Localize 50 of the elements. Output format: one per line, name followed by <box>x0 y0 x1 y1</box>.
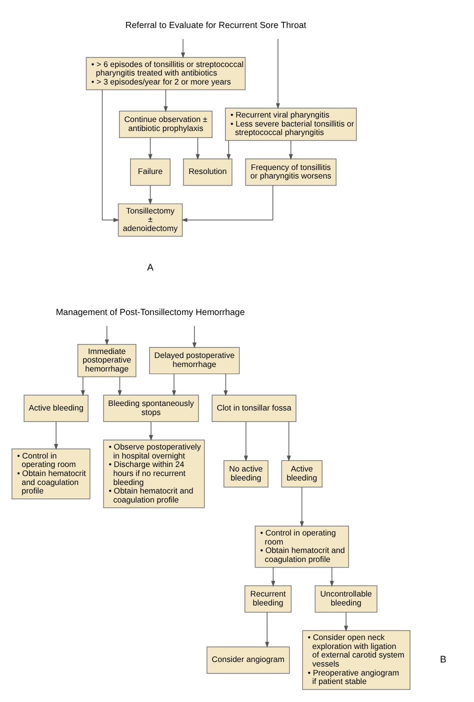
arrow <box>223 374 228 396</box>
node-box: Tonsillectomy ± adenoidectomy <box>117 203 182 237</box>
arrow <box>243 421 248 462</box>
arrow <box>54 421 58 450</box>
arrow <box>270 567 275 587</box>
arrow <box>101 89 119 222</box>
arrow <box>343 612 348 632</box>
node-box: • > 6 episodes of tonsillitis or streptococcal pharyngitis treated with antibiotics • > 3 episodes/year for 2 or more years <box>85 57 246 90</box>
arrow <box>195 137 200 160</box>
node-box: • Control in operating room • Obtain hematocrit and coagulation profile <box>254 526 348 568</box>
node-text: Referral to Evaluate for Recurrent Sore Throat <box>124 20 306 30</box>
arrow <box>264 612 269 648</box>
arrow <box>104 326 108 346</box>
arrow <box>180 38 185 58</box>
node-box: Bleeding spontaneously stops <box>102 394 198 422</box>
node-box: Continue observation ± antibiotic prophylaxis <box>118 110 212 138</box>
node-box: Uncontrollable bleeding <box>314 585 377 613</box>
arrow <box>148 185 152 205</box>
arrow <box>163 90 168 112</box>
label: A <box>146 262 153 274</box>
node-box: Resolution <box>182 158 232 186</box>
node-box: Frequency of tonsillitis or pharyngitis worsens <box>244 158 336 186</box>
node-box: • Consider open neck exploration with ligation of external carotid system vessels • Preoperative angiogram if patient stable <box>302 630 410 690</box>
node-box: • Observe postoperatively in hospital overnight • Discharge within 24 hours if no recurrent bleeding • Obtain hematocrit and coagulation profile <box>102 440 204 508</box>
node-box: Active bleeding <box>23 394 88 422</box>
node-box: Delayed postoperative hemorrhage <box>148 346 240 374</box>
arrow <box>286 421 290 462</box>
arrow <box>148 421 153 441</box>
node-box: • Recurrent viral pharyngitis • Less severe bacterial tonsillitis or streptococcal pharyngitis <box>224 108 356 141</box>
node-box: Active bleeding <box>280 460 322 488</box>
node-box: • Control in operating room • Obtain hematocrit and coagulation profile <box>11 448 90 500</box>
arrow <box>299 486 304 528</box>
arrow <box>275 38 280 110</box>
node-box: Immediate postoperative hemorrhage <box>76 344 136 378</box>
node-box: Failure <box>130 158 170 186</box>
node-box: Consider angiogram <box>206 646 290 674</box>
arrow <box>117 376 122 396</box>
arrow <box>171 374 176 396</box>
arrow <box>80 376 85 396</box>
arrow <box>148 137 152 160</box>
arrow <box>288 140 292 160</box>
arrow <box>329 567 334 587</box>
arrow <box>226 140 230 160</box>
arrow <box>180 185 273 222</box>
arrow <box>192 326 196 348</box>
node-box: Clot in tonsillar fossa <box>211 394 296 422</box>
node-box: No active bleeding <box>223 460 268 488</box>
label: B <box>440 654 446 666</box>
node-box: Recurrent bleeding <box>244 585 292 613</box>
node-text: Management of Post-Tonsillectomy Hemorrhage <box>55 307 244 318</box>
